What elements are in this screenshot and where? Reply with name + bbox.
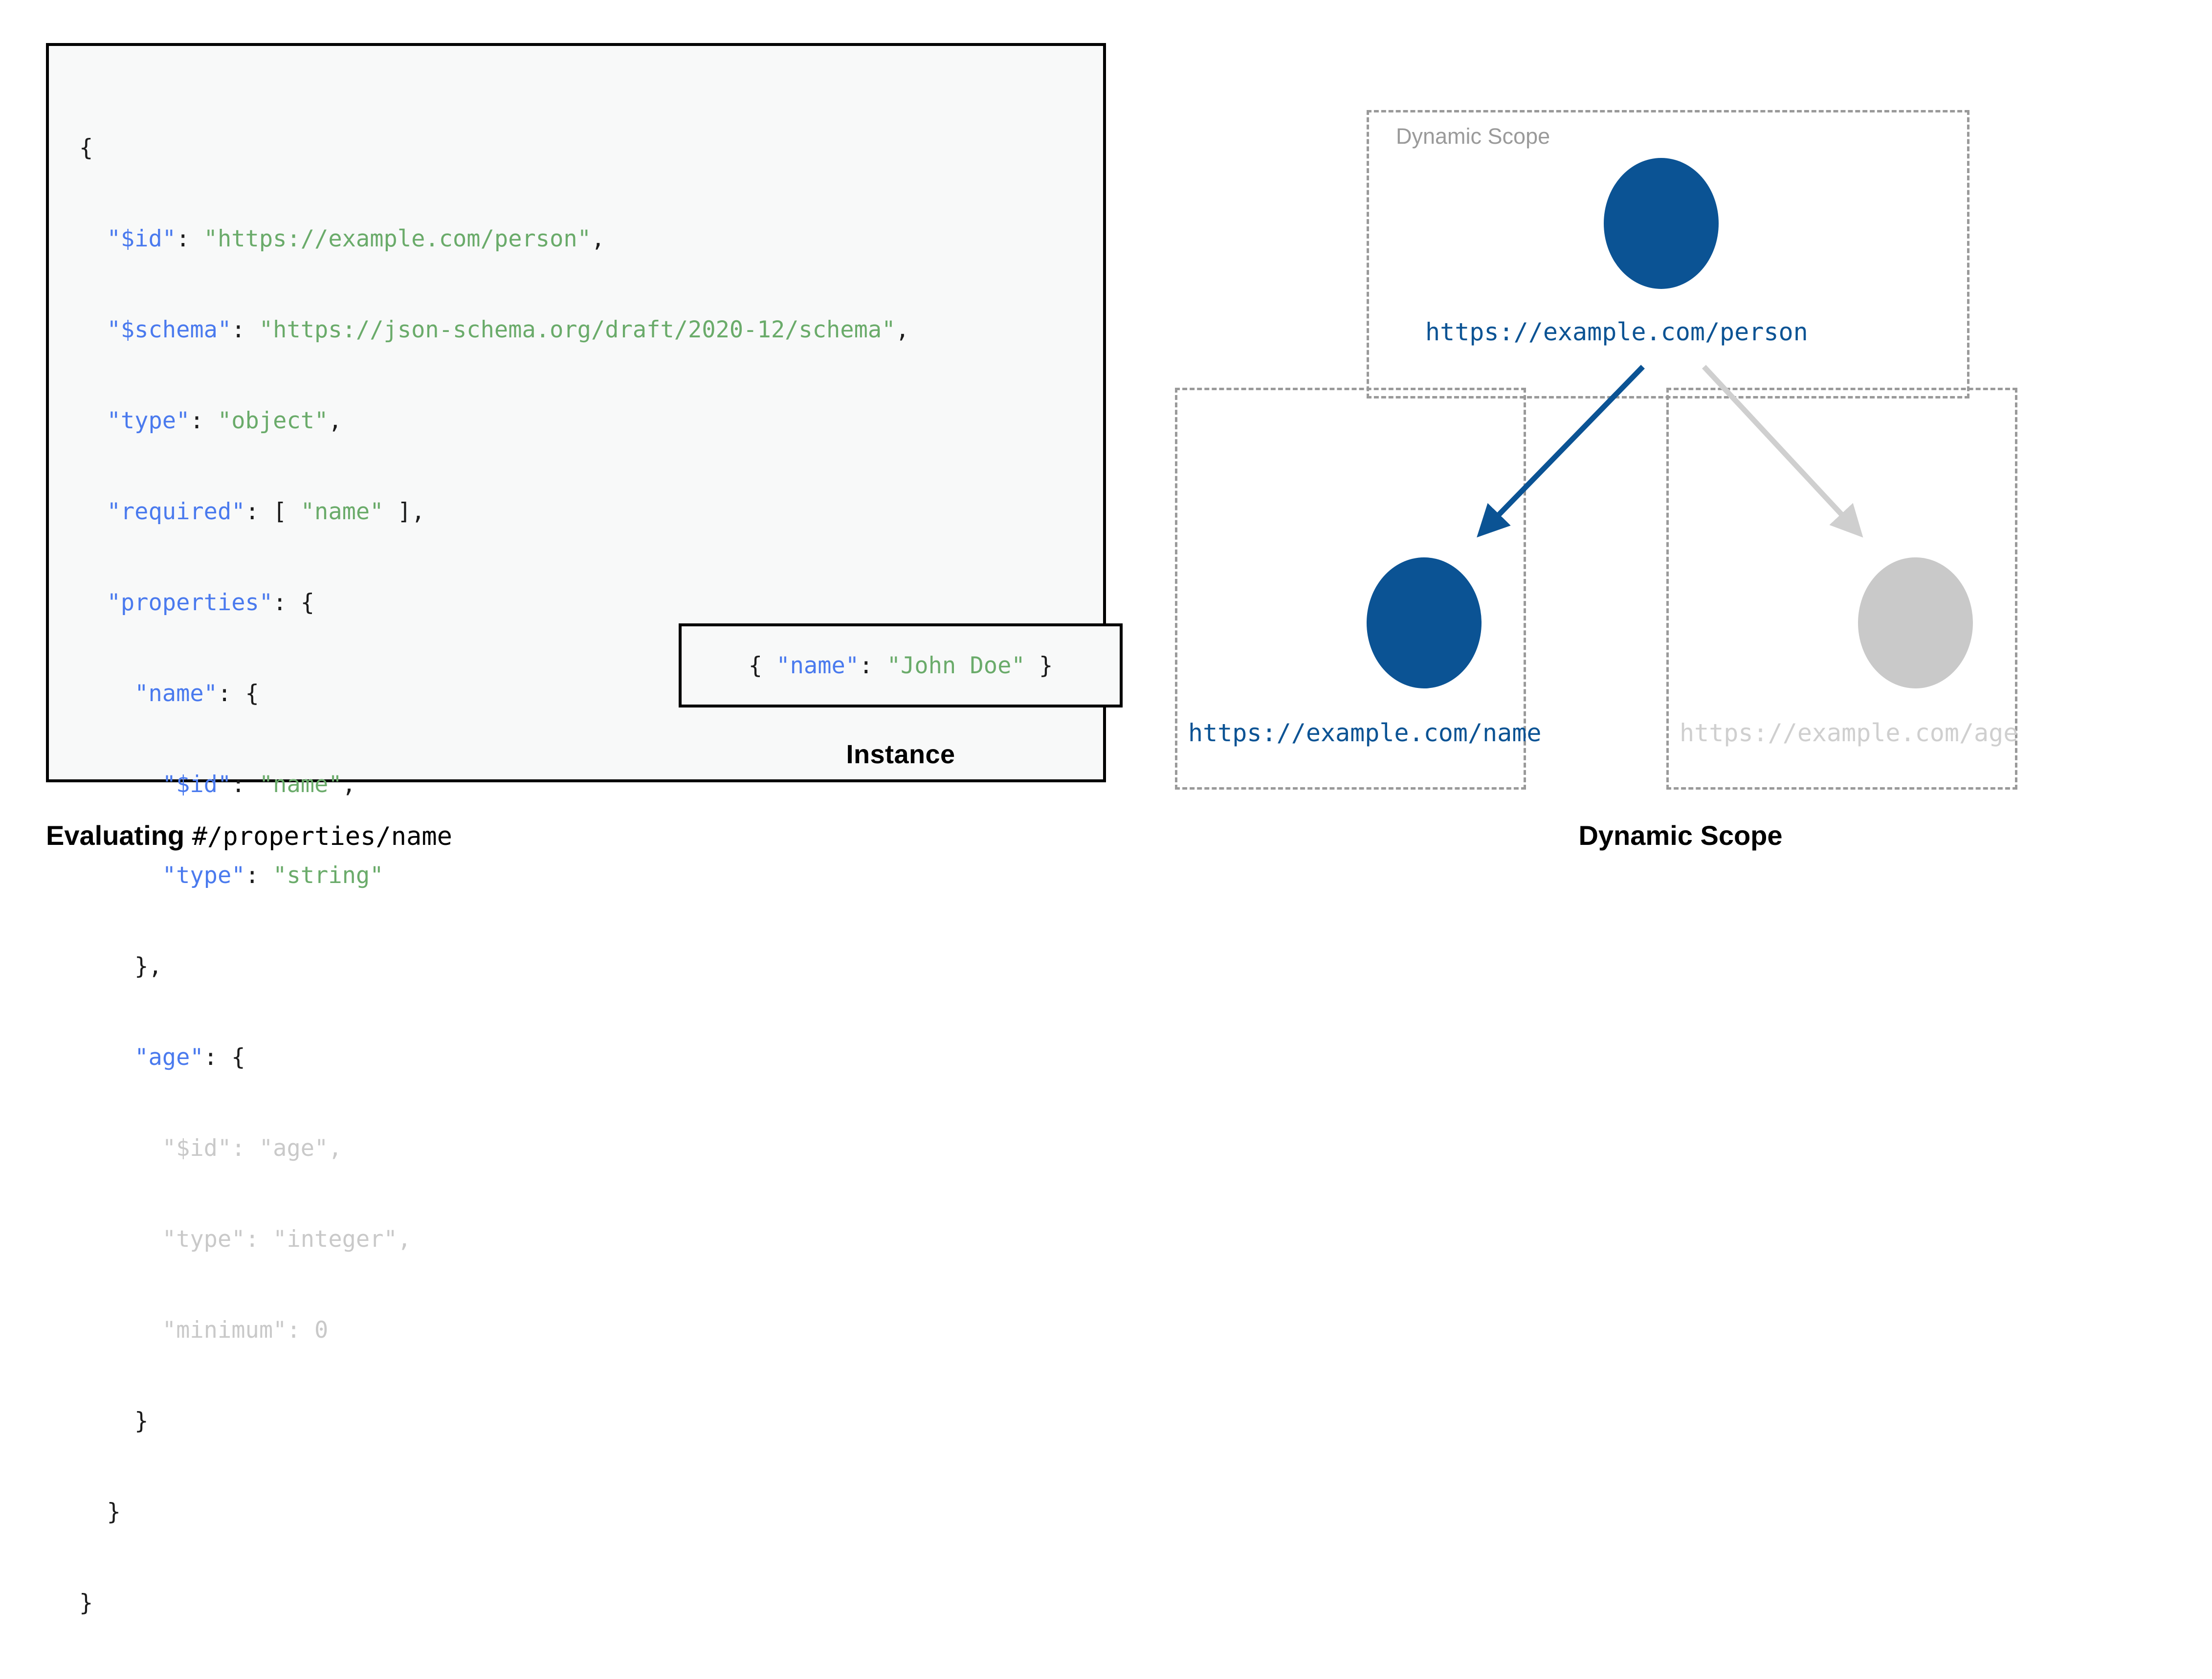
scope-box-name xyxy=(1175,388,1526,790)
instance-label: Instance xyxy=(846,740,955,769)
code-line: } xyxy=(79,1590,93,1616)
code-key-minimum: minimum xyxy=(176,1317,273,1344)
node-label-person: https://example.com/person xyxy=(1425,318,1808,346)
code-key-name: name xyxy=(148,680,204,707)
scope-box-age xyxy=(1666,388,2017,790)
code-line: "minimum": 0 xyxy=(162,1317,329,1344)
code-key-age-type: type xyxy=(176,1226,232,1253)
code-line: "type": "object", xyxy=(107,407,342,434)
node-label-age: https://example.com/age xyxy=(1680,719,2018,747)
code-line: } xyxy=(79,1499,121,1525)
left-caption-prefix: Evaluating xyxy=(46,820,192,851)
code-key-id: $id xyxy=(120,225,162,252)
code-value-root-type: object xyxy=(231,407,315,434)
instance-value: John Doe xyxy=(901,652,1012,679)
code-value-age-type: integer xyxy=(287,1226,384,1253)
code-value-schema-uri: https://json-schema.org/draft/2020-12/sc… xyxy=(273,316,882,343)
code-value-person-id: https://example.com/person xyxy=(217,225,577,252)
code-key-age-id: $id xyxy=(176,1135,218,1162)
dynamic-scope-diagram: Dynamic Scope https://example.com/person… xyxy=(1149,73,2212,807)
code-key-age: age xyxy=(148,1044,190,1071)
code-line: "$id": "age", xyxy=(162,1135,342,1162)
edge-person-to-age xyxy=(1702,365,1863,538)
code-line: "age": { xyxy=(134,1044,245,1071)
node-label-name: https://example.com/name xyxy=(1188,719,1542,747)
code-line: }, xyxy=(79,953,162,980)
instance-box: { "name": "John Doe" } xyxy=(679,623,1123,707)
code-key-properties: properties xyxy=(120,589,259,616)
code-key-name-id: $id xyxy=(176,771,218,798)
schema-code: { "$id": "https://example.com/person", "… xyxy=(79,72,909,1679)
scope-tag-label: Dynamic Scope xyxy=(1396,124,1550,149)
left-caption-pointer: #/properties/name xyxy=(192,822,452,851)
right-caption: Dynamic Scope xyxy=(1578,820,1783,851)
code-line: { xyxy=(79,134,93,161)
code-line: "$id": "https://example.com/person", xyxy=(107,225,605,252)
code-line: "type": "integer", xyxy=(162,1226,412,1253)
code-value-age-minimum: 0 xyxy=(314,1317,329,1344)
diagram-canvas: { "$id": "https://example.com/person", "… xyxy=(46,43,2212,1616)
code-key-type: type xyxy=(120,407,177,434)
code-line: "$id": "name", xyxy=(162,771,356,798)
left-caption: Evaluating #/properties/name xyxy=(46,819,1106,851)
scope-arrows xyxy=(1477,365,1863,538)
code-value-required-item: name xyxy=(314,498,370,525)
code-key-name-type: type xyxy=(176,862,232,889)
node-person xyxy=(1604,158,1719,289)
code-value-name-type: string xyxy=(287,862,370,889)
instance-key: name xyxy=(790,652,845,679)
instance-code: { "name": "John Doe" } xyxy=(748,652,1053,679)
code-line: "properties": { xyxy=(107,589,315,616)
code-line: "required": [ "name" ], xyxy=(107,498,425,525)
code-line: "name": { xyxy=(134,680,259,707)
code-value-age-id: age xyxy=(273,1135,315,1162)
code-key-schema: $schema xyxy=(120,316,218,343)
code-key-required: required xyxy=(120,498,232,525)
node-age xyxy=(1858,557,1973,688)
code-line: } xyxy=(79,1408,149,1435)
code-value-name-id: name xyxy=(273,771,329,798)
code-line: "type": "string" xyxy=(162,862,384,889)
schema-code-box: { "$id": "https://example.com/person", "… xyxy=(46,43,1123,1616)
edge-person-to-name xyxy=(1477,365,1645,538)
node-name xyxy=(1367,557,1482,688)
code-line: "$schema": "https://json-schema.org/draf… xyxy=(107,316,909,343)
